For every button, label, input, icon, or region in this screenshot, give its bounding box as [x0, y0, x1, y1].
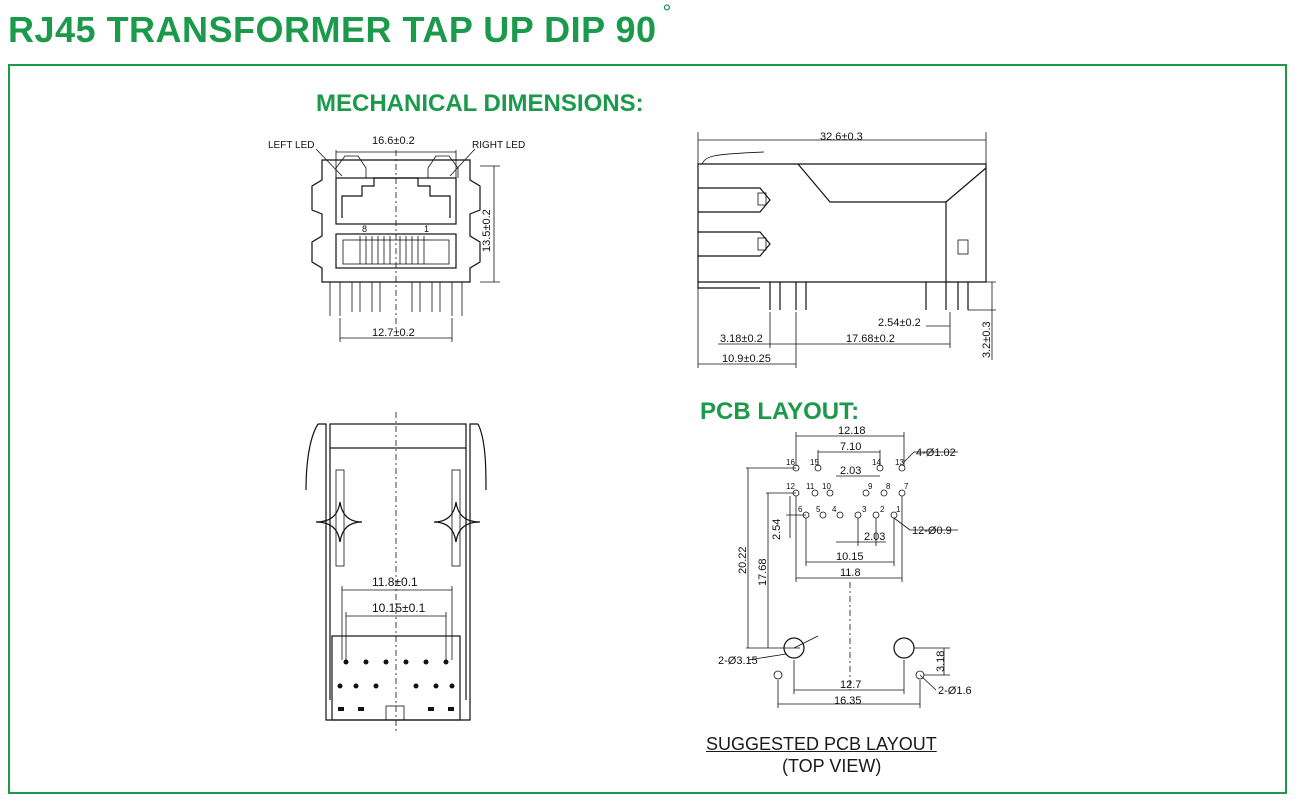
dim-side-row-span: 17.68±0.2	[846, 333, 895, 345]
svg-text:2: 2	[880, 505, 885, 514]
svg-text:11: 11	[806, 482, 815, 491]
svg-text:10: 10	[822, 482, 831, 491]
svg-text:1: 1	[896, 505, 901, 514]
dim-front-width-bottom: 12.7±0.2	[372, 327, 415, 339]
svg-text:3: 3	[862, 505, 867, 514]
caption-top-view: (TOP VIEW)	[782, 756, 882, 776]
pin-label-8: 8	[362, 224, 367, 234]
pcb-dim-peg-holes: 2-Ø1.6	[938, 685, 972, 697]
side-view	[697, 132, 996, 368]
svg-text:14: 14	[872, 458, 881, 467]
svg-text:13: 13	[895, 458, 904, 467]
pcb-dim-16-35: 16.35	[834, 695, 862, 707]
pcb-dim-12-18: 12.18	[838, 425, 866, 437]
pcb-dim-2-54: 2.54	[771, 519, 783, 540]
dim-side-tail: 3.2±0.3	[981, 321, 993, 358]
dim-bottom-outer: 11.8±0.1	[372, 575, 418, 589]
section-pcb: PCB LAYOUT:	[700, 398, 860, 425]
pcb-dim-2-03-bottom: 2.03	[864, 531, 885, 543]
svg-text:4: 4	[832, 505, 837, 514]
pcb-dim-10-15: 10.15	[836, 551, 864, 563]
svg-text:9: 9	[868, 482, 873, 491]
pcb-dim-17-68: 17.68	[757, 558, 769, 586]
dim-side-depth: 10.9±0.25	[722, 353, 771, 365]
dim-front-width-top: 16.6±0.2	[372, 135, 415, 147]
section-mechanical: MECHANICAL DIMENSIONS:	[316, 90, 644, 117]
pcb-dim-20-22: 20.22	[737, 546, 749, 574]
svg-text:15: 15	[810, 458, 819, 467]
pcb-dim-2-03-top: 2.03	[840, 465, 861, 477]
pcb-pin-numbers: 16 15 14 13 12 11 10 9 8 7 6 5 4 3 2 1	[786, 458, 909, 514]
pcb-layout	[746, 432, 958, 708]
degree-symbol: °	[662, 0, 672, 25]
page-title: RJ45 TRANSFORMER TAP UP DIP 90°	[8, 0, 672, 50]
bottom-view	[305, 412, 487, 734]
front-view	[311, 148, 500, 342]
pcb-dim-3-18: 3.18	[935, 651, 947, 672]
dim-front-height: 13.5±0.2	[481, 209, 493, 252]
caption-suggested-layout: SUGGESTED PCB LAYOUT	[706, 734, 937, 754]
label-right-led: RIGHT LED	[472, 140, 525, 151]
dim-side-peg-offset: 3.18±0.2	[720, 333, 763, 345]
pcb-dim-7-10: 7.10	[840, 441, 861, 453]
label-left-led: LEFT LED	[268, 140, 315, 151]
svg-text:5: 5	[816, 505, 821, 514]
svg-text:7: 7	[904, 482, 909, 491]
dim-bottom-inner: 10.15±0.1	[372, 601, 426, 615]
pcb-dim-12-holes: 12-Ø0.9	[912, 525, 952, 537]
svg-text:12: 12	[786, 482, 795, 491]
pcb-dim-4-holes: 4-Ø1.02	[916, 447, 956, 459]
pcb-dim-12-7: 12.7	[840, 679, 861, 691]
drawing-frame	[8, 64, 1287, 794]
dim-side-length: 32.6±0.3	[820, 131, 863, 143]
pin-label-1: 1	[424, 224, 429, 234]
pcb-dim-11-8: 11.8	[840, 567, 861, 579]
svg-text:6: 6	[798, 505, 803, 514]
svg-text:8: 8	[886, 482, 891, 491]
pcb-dim-mount-holes: 2-Ø3.15	[718, 655, 758, 667]
svg-text:16: 16	[786, 458, 795, 467]
dim-side-pitch: 2.54±0.2	[878, 317, 921, 329]
